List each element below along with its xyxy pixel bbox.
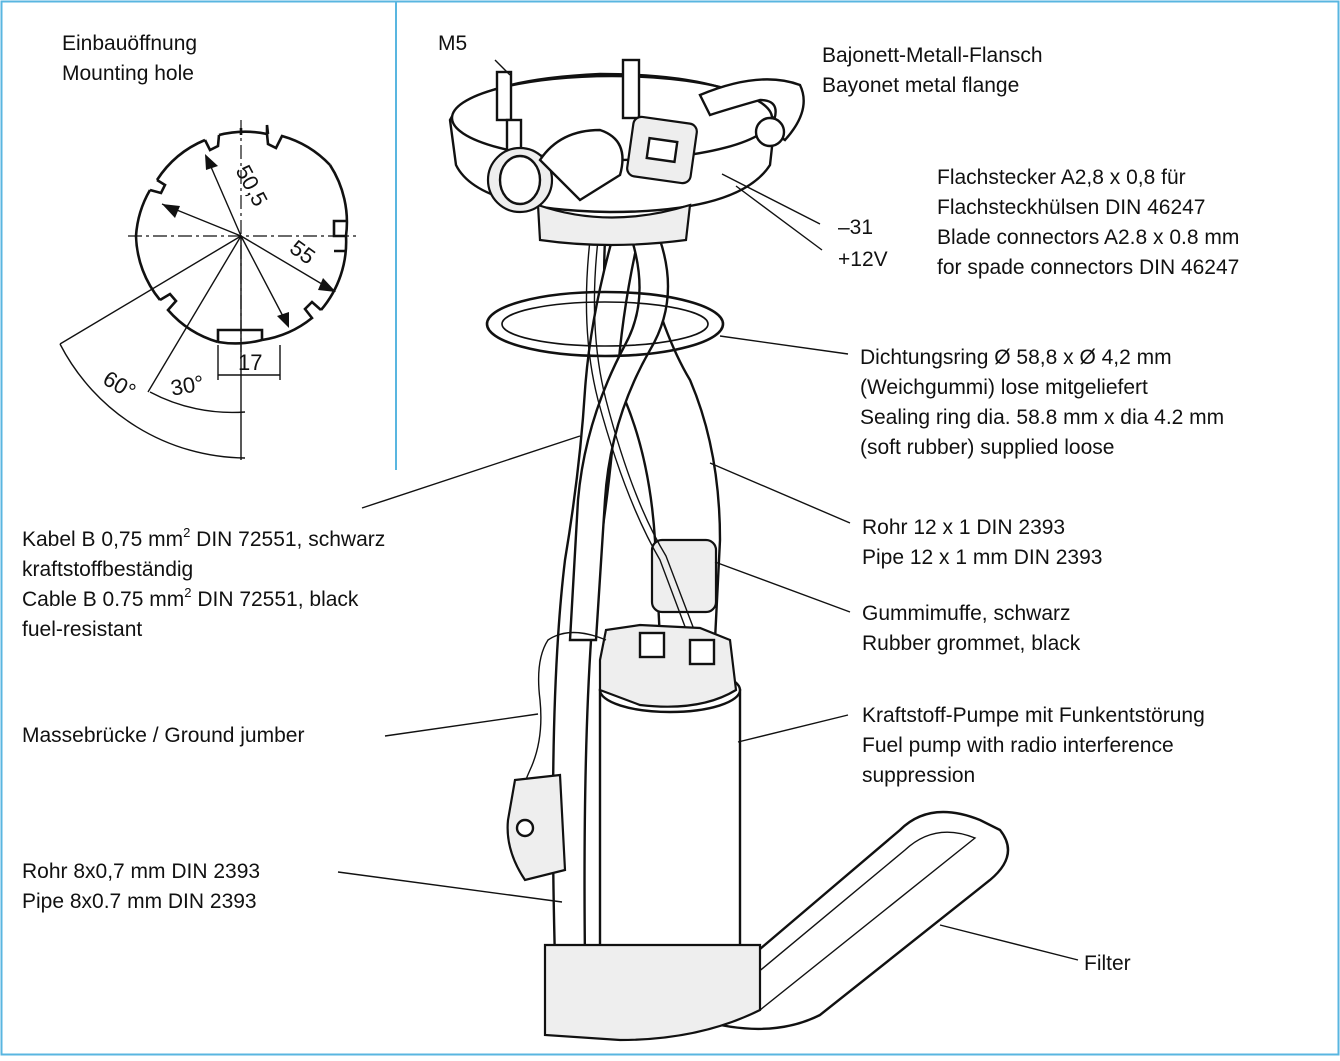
mounting-hole-title-en: Mounting hole (62, 62, 194, 85)
label-connector-2: Flachsteckhülsen DIN 46247 (937, 196, 1205, 219)
pump-assembly (448, 58, 1010, 1042)
label-pump-2: Fuel pump with radio interference (862, 734, 1174, 757)
pump-terminal (638, 631, 666, 659)
label-cable-1: Kabel B 0,75 mm2 DIN 72551, schwarz (22, 525, 385, 551)
leader-lines (337, 59, 1079, 961)
dim-line-55 (240, 235, 333, 291)
cable-b (585, 239, 691, 641)
label-minus-31: –31 (838, 216, 873, 239)
hole-tabs (149, 133, 346, 344)
pump-body (598, 688, 742, 987)
label-connector-4: for spade connectors DIN 46247 (937, 256, 1239, 279)
flange-rim (536, 203, 692, 247)
sealing-ring-inner (501, 301, 709, 347)
bracket-screw (515, 818, 535, 838)
label-pipe8-en: Pipe 8x0.7 mm DIN 2393 (22, 890, 257, 913)
cable-b-edge (593, 239, 699, 641)
dim-55: 55 (285, 235, 320, 270)
dim-line-a (207, 159, 242, 237)
label-cable-3: Cable B 0.75 mm2 DIN 72551, black (22, 585, 359, 611)
mounting-hole-drawing: Einbauöffnung Mounting hole 50,5 55 17 6… (59, 32, 356, 460)
dim-60: 60° (99, 366, 140, 404)
arrow-head (162, 204, 180, 218)
filter-plate (698, 810, 1010, 1031)
blade-connector (645, 136, 679, 164)
arrow-head (277, 312, 289, 328)
sealing-ring (485, 290, 725, 358)
angle-arc-60 (59, 343, 246, 459)
outlet-elbow (538, 128, 624, 202)
dim-50-5: 50,5 (231, 161, 273, 211)
label-pipe12-en: Pipe 12 x 1 mm DIN 2393 (862, 546, 1102, 569)
return-port (754, 116, 786, 148)
label-pipe12-de: Rohr 12 x 1 DIN 2393 (862, 516, 1065, 539)
label-cable-2: kraftstoffbeständig (22, 558, 193, 581)
filter-inner (713, 831, 977, 1011)
pump-cap (598, 623, 738, 708)
label-m5: M5 (438, 32, 467, 55)
label-seal-1: Dichtungsring Ø 58,8 x Ø 4,2 mm (860, 346, 1172, 369)
label-pipe8-de: Rohr 8x0,7 mm DIN 2393 (22, 860, 260, 883)
label-cable-4: fuel-resistant (22, 618, 142, 641)
outlet-port-bore (498, 154, 542, 206)
label-flange-en: Bayonet metal flange (822, 74, 1019, 97)
label-seal-3: Sealing ring dia. 58.8 mm x dia 4.2 mm (860, 406, 1224, 429)
label-flange-de: Bajonett-Metall-Flansch (822, 44, 1043, 67)
label-grommet-de: Gummimuffe, schwarz (862, 602, 1071, 625)
label-connector-3: Blade connectors A2.8 x 0.8 mm (937, 226, 1239, 249)
label-filter: Filter (1084, 952, 1131, 975)
label-seal-4: (soft rubber) supplied loose (860, 436, 1114, 459)
side-bracket (506, 773, 567, 882)
arrow-head (205, 154, 218, 170)
rubber-grommet (650, 538, 718, 614)
arrow-head (318, 278, 336, 292)
pipe-twist (568, 238, 670, 642)
dim-30: 30° (169, 370, 206, 400)
label-ground-jumper: Massebrücke / Ground jumber (22, 724, 304, 747)
label-pump-3: suppression (862, 764, 975, 787)
angle-arc-30 (149, 391, 246, 414)
label-plus-12v: +12V (838, 248, 888, 271)
angle-ray-30 (147, 235, 242, 393)
mounting-hole-title-de: Einbauöffnung (62, 32, 197, 55)
label-connector-1: Flachstecker A2,8 x 0,8 für (937, 166, 1186, 189)
dim-17: 17 (238, 350, 262, 375)
angle-ray-60 (59, 235, 242, 345)
dim-line-b (240, 235, 287, 323)
base-housing (543, 943, 762, 1042)
label-pump-1: Kraftstoff-Pumpe mit Funkentstörung (862, 704, 1205, 727)
label-grommet-en: Rubber grommet, black (862, 632, 1081, 655)
pump-terminal (688, 638, 716, 666)
label-seal-2: (Weichgummi) lose mitgeliefert (860, 376, 1148, 399)
